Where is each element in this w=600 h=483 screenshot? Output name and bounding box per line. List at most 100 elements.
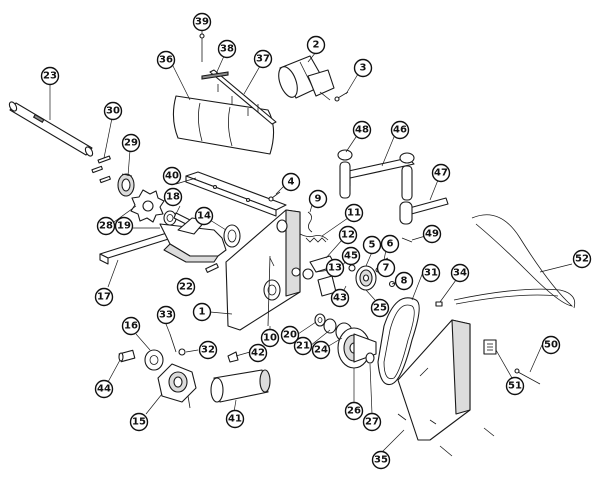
callout-48: 48 xyxy=(352,120,372,140)
bolt-4 xyxy=(268,191,281,202)
bolt-39 xyxy=(199,33,205,62)
callout-11: 11 xyxy=(344,203,364,223)
sprocket-28 xyxy=(130,189,165,223)
callout-label: 24 xyxy=(314,345,328,356)
callout-label: 33 xyxy=(159,310,173,321)
callout-42: 42 xyxy=(248,343,268,363)
callout-label: 52 xyxy=(575,254,589,265)
callout-1: 1 xyxy=(192,302,212,322)
pin-44 xyxy=(118,349,136,363)
callout-label: 43 xyxy=(333,293,347,304)
callout-25: 25 xyxy=(370,298,390,318)
callout-label: 25 xyxy=(373,303,387,314)
callout-label: 20 xyxy=(283,330,297,341)
callout-label: 29 xyxy=(124,138,138,149)
callout-22: 22 xyxy=(176,277,196,297)
callout-label: 36 xyxy=(159,55,173,66)
callout-7: 7 xyxy=(376,258,396,278)
callout-35: 35 xyxy=(371,450,391,470)
callout-21: 21 xyxy=(293,336,313,356)
bolts-guard xyxy=(397,413,495,457)
washer-16 xyxy=(144,349,164,371)
callout-label: 47 xyxy=(434,168,448,179)
callout-38: 38 xyxy=(217,39,237,59)
shaft-23 xyxy=(8,101,94,157)
bolt-33 xyxy=(169,333,177,353)
callout-32: 32 xyxy=(198,340,218,360)
callout-label: 9 xyxy=(315,194,322,205)
callout-label: 46 xyxy=(393,125,407,136)
callout-20: 20 xyxy=(280,325,300,345)
strip-37 xyxy=(209,69,277,125)
callout-18: 18 xyxy=(163,187,183,207)
clip-42 xyxy=(227,351,239,363)
callout-label: 7 xyxy=(383,263,390,274)
belt-guard-35 xyxy=(397,319,471,441)
callout-label: 21 xyxy=(296,341,310,352)
callout-51: 51 xyxy=(505,376,525,396)
callout-31: 31 xyxy=(421,263,441,283)
callout-2: 2 xyxy=(306,35,326,55)
ring-27 xyxy=(365,352,375,364)
pulley-43 xyxy=(348,264,377,291)
callout-label: 18 xyxy=(166,192,180,203)
callout-label: 48 xyxy=(355,125,369,136)
callout-label: 12 xyxy=(341,230,355,241)
belt-31 xyxy=(377,297,420,386)
bar-38 xyxy=(201,71,229,80)
bearing-29 xyxy=(117,173,135,197)
spring-link-11 xyxy=(291,233,337,297)
callout-28: 28 xyxy=(96,216,116,236)
callout-44: 44 xyxy=(94,379,114,399)
callout-label: 15 xyxy=(132,417,146,428)
callout-23: 23 xyxy=(40,66,60,86)
bolt-34 xyxy=(435,301,443,307)
callout-45: 45 xyxy=(341,246,361,266)
tube-41 xyxy=(210,369,271,403)
callout-41: 41 xyxy=(225,409,245,429)
callout-39: 39 xyxy=(192,12,212,32)
callout-label: 39 xyxy=(195,17,209,28)
callout-label: 6 xyxy=(387,239,394,250)
callout-label: 42 xyxy=(251,348,265,359)
callout-label: 16 xyxy=(124,321,138,332)
callout-5: 5 xyxy=(362,235,382,255)
callout-19: 19 xyxy=(114,216,134,236)
callout-label: 40 xyxy=(165,171,179,182)
callout-17: 17 xyxy=(94,287,114,307)
pins-30 xyxy=(91,155,111,184)
callout-label: 1 xyxy=(199,307,206,318)
callout-label: 35 xyxy=(374,455,388,466)
callout-label: 28 xyxy=(99,221,113,232)
callout-26: 26 xyxy=(344,401,364,421)
callout-40: 40 xyxy=(162,166,182,186)
callout-46: 46 xyxy=(390,120,410,140)
callout-label: 32 xyxy=(201,345,215,356)
callout-12: 12 xyxy=(338,225,358,245)
callout-50: 50 xyxy=(541,335,561,355)
callout-43: 43 xyxy=(330,288,350,308)
nut-32 xyxy=(178,348,186,356)
callout-29: 29 xyxy=(121,133,141,153)
callout-37: 37 xyxy=(253,49,273,69)
callout-label: 19 xyxy=(117,221,131,232)
callout-33: 33 xyxy=(156,305,176,325)
callout-label: 30 xyxy=(106,106,120,117)
decal-51 xyxy=(483,339,497,355)
callout-label: 38 xyxy=(220,44,234,55)
callout-label: 51 xyxy=(508,381,522,392)
callout-3: 3 xyxy=(353,58,373,78)
callout-label: 41 xyxy=(228,414,242,425)
callout-label: 49 xyxy=(425,229,439,240)
callout-34: 34 xyxy=(450,263,470,283)
callout-label: 26 xyxy=(347,406,361,417)
callout-label: 17 xyxy=(97,292,111,303)
callout-label: 8 xyxy=(401,276,408,287)
callout-13: 13 xyxy=(325,258,345,278)
bracket-46 xyxy=(337,149,415,201)
callout-label: 22 xyxy=(179,282,193,293)
callout-27: 27 xyxy=(362,412,382,432)
callout-47: 47 xyxy=(431,163,451,183)
callout-49: 49 xyxy=(422,224,442,244)
callout-label: 37 xyxy=(256,54,270,65)
